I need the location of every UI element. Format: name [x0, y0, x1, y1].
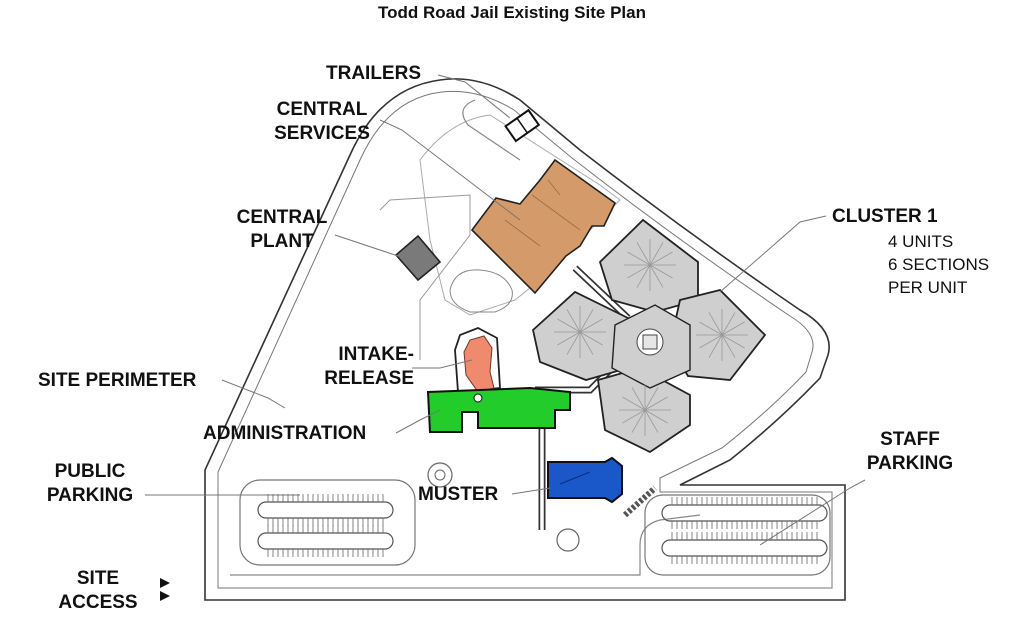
housing-section-line: [649, 242, 664, 266]
central-services-building: [470, 158, 617, 295]
housing-section-line: [649, 251, 673, 266]
leader-muster: [511, 487, 551, 495]
housing-section-pattern: [554, 239, 748, 436]
label-public-parking: PUBLIC PARKING: [46, 461, 134, 506]
housing-section-line: [631, 409, 646, 433]
west-road: [379, 194, 471, 360]
administration-building: [426, 386, 571, 433]
label-trailers: TRAILERS: [326, 63, 421, 84]
leader-site-perimeter: [221, 379, 286, 409]
label-central-services: CENTRAL SERVICES: [274, 99, 370, 144]
housing-section-line: [631, 387, 646, 411]
staff-parking-row-1: [661, 504, 828, 522]
housing-section-line: [699, 334, 723, 349]
label-administration: ADMINISTRATION: [203, 423, 367, 444]
public-parking-row-1: [257, 501, 394, 519]
staff-parking-lot-outline: [644, 494, 831, 576]
staff-entry-ramp: [622, 485, 658, 518]
housing-section-line: [644, 396, 668, 411]
site-perimeter-inner-line: [217, 90, 833, 589]
central-plant-building: [394, 234, 442, 282]
access-road: [230, 514, 701, 576]
housing-section-line: [699, 321, 723, 336]
public-parking-lot-outline: [239, 479, 416, 566]
housing-section-line: [557, 318, 581, 333]
leader-administration: [395, 409, 441, 434]
housing-section-line: [627, 264, 651, 279]
loop-road: [449, 269, 513, 313]
label-cluster-1-detail: 4 UNITS 6 SECTIONS PER UNIT: [888, 232, 990, 297]
housing-section-line: [708, 334, 723, 358]
administration-entry: [473, 393, 483, 403]
leader-staff-parking: [759, 479, 866, 546]
housing-section-line: [557, 331, 581, 346]
intake-release-building: [463, 335, 495, 393]
staff-roundabout: [556, 528, 580, 552]
housing-section-line: [644, 387, 659, 411]
label-central-plant: CENTRAL PLANT: [236, 207, 328, 252]
trailers-building: [504, 108, 541, 143]
muster-ridge: [559, 471, 591, 485]
label-intake-release: INTAKE- RELEASE: [324, 344, 414, 389]
central-services-interior: [504, 179, 581, 247]
public-parking-row-2: [257, 532, 394, 550]
housing-section-line: [721, 312, 736, 336]
label-staff-parking: STAFF PARKING: [866, 429, 954, 474]
leader-intake-release: [412, 359, 473, 369]
leader-central-services: [379, 119, 521, 221]
label-site-perimeter: SITE PERIMETER: [38, 370, 197, 391]
housing-section-line: [579, 318, 603, 333]
label-cluster-1: CLUSTER 1: [832, 206, 938, 227]
public-roundabout: [427, 462, 453, 488]
diagram-title: Todd Road Jail Existing Site Plan: [378, 3, 646, 22]
housing-section-line: [649, 264, 673, 279]
housing-section-line: [649, 264, 664, 288]
leader-central-plant: [334, 234, 411, 261]
housing-section-line: [579, 309, 594, 333]
housing-section-line: [579, 331, 603, 346]
muster-building: [547, 456, 623, 504]
label-muster: MUSTER: [418, 484, 499, 505]
site-perimeter-line: [204, 78, 846, 601]
central-services-corridor-core: [573, 266, 630, 320]
staff-parking-stalls: [671, 497, 818, 564]
housing-section-line: [566, 309, 581, 333]
housing-section-line: [636, 242, 651, 266]
inner-ring-road: [419, 114, 621, 316]
site-access-arrow-out: [160, 591, 170, 601]
cluster-1-housing: [532, 218, 767, 454]
housing-section-line: [721, 321, 745, 336]
staff-parking-row-2: [661, 539, 828, 557]
housing-section-line: [566, 331, 581, 355]
housing-section-line: [721, 334, 736, 358]
housing-section-line: [622, 396, 646, 411]
housing-hub-control: [642, 334, 658, 350]
housing-section-line: [644, 409, 659, 433]
housing-section-line: [721, 334, 745, 349]
housing-section-line: [622, 409, 646, 424]
public-roundabout-island: [434, 469, 446, 481]
housing-section-line: [644, 409, 668, 424]
public-parking-stalls: [267, 494, 384, 557]
leader-trailers: [437, 74, 511, 119]
leader-cluster-1: [719, 215, 827, 293]
north-road: [462, 99, 521, 161]
housing-section-line: [579, 331, 594, 355]
label-site-access: SITE ACCESS: [58, 568, 138, 613]
site-access-arrow-in: [160, 578, 170, 588]
housing-section-line: [627, 251, 651, 266]
housing-section-line: [636, 264, 651, 288]
housing-section-line: [708, 312, 723, 336]
